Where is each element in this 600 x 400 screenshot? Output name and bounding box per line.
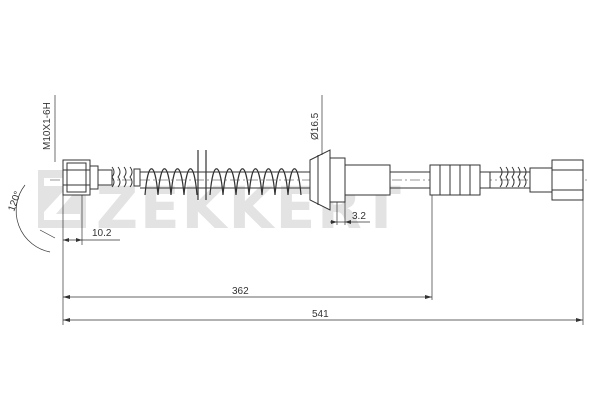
total-length-label: 541 bbox=[312, 309, 329, 320]
diameter-dimension: Ø16.5 bbox=[310, 95, 323, 155]
thread-dimension: M10X1-6H bbox=[42, 95, 56, 162]
partial-length-dimension: 362 bbox=[63, 286, 432, 299]
left-fitting bbox=[62, 159, 141, 196]
partial-length-label: 362 bbox=[232, 286, 249, 297]
bracket-thickness-label: 3.2 bbox=[352, 211, 366, 222]
right-sleeve bbox=[429, 164, 491, 196]
extension-lines bbox=[62, 160, 584, 325]
fitting-length-dimension: 10.2 bbox=[63, 228, 120, 242]
angle-label: 120° bbox=[6, 190, 23, 213]
bracket-thickness-dimension: 3.2 bbox=[330, 211, 370, 224]
right-fitting bbox=[499, 159, 584, 201]
mounting-bracket bbox=[309, 149, 391, 211]
thread-label: M10X1-6H bbox=[42, 102, 53, 150]
spring-guard bbox=[144, 150, 302, 200]
diameter-label: Ø16.5 bbox=[310, 112, 321, 140]
fitting-length-label: 10.2 bbox=[92, 228, 112, 239]
total-length-dimension: 541 bbox=[63, 309, 583, 322]
